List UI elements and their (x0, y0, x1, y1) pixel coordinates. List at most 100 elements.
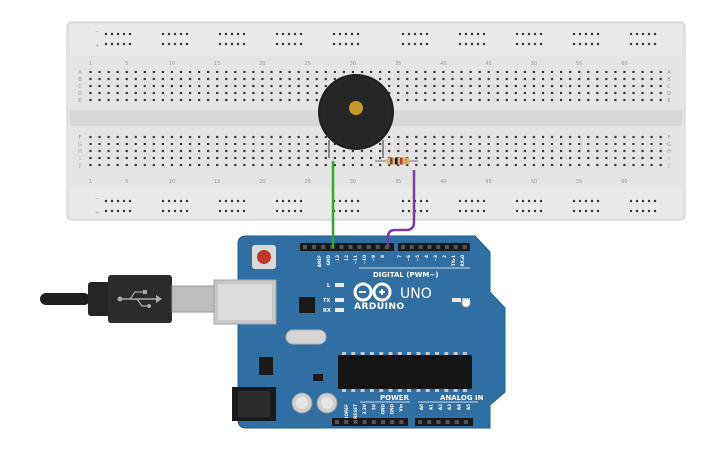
breadboard-hole[interactable] (478, 98, 481, 102)
breadboard-hole[interactable] (469, 163, 472, 167)
breadboard-hole[interactable] (632, 135, 635, 139)
breadboard-hole[interactable] (419, 42, 423, 46)
breadboard-hole[interactable] (216, 77, 219, 81)
breadboard-hole[interactable] (424, 156, 427, 160)
breadboard-hole[interactable] (407, 209, 411, 213)
breadboard-hole[interactable] (252, 70, 255, 74)
breadboard-hole[interactable] (572, 199, 576, 203)
breadboard-hole[interactable] (315, 77, 318, 81)
breadboard-hole[interactable] (541, 149, 545, 153)
header-pin[interactable] (353, 420, 358, 424)
breadboard-hole[interactable] (550, 142, 554, 146)
breadboard-hole[interactable] (297, 84, 300, 88)
breadboard-hole[interactable] (125, 142, 128, 146)
breadboard-hole[interactable] (407, 42, 411, 46)
breadboard-hole[interactable] (143, 70, 146, 74)
breadboard-hole[interactable] (584, 32, 588, 36)
header-pin[interactable] (362, 420, 367, 424)
breadboard-hole[interactable] (623, 163, 626, 167)
breadboard-hole[interactable] (532, 77, 536, 81)
breadboard-hole[interactable] (587, 70, 590, 74)
breadboard-hole[interactable] (605, 142, 608, 146)
breadboard-hole[interactable] (179, 32, 183, 36)
breadboard-hole[interactable] (270, 91, 273, 95)
analog-header[interactable] (415, 418, 473, 426)
breadboard-hole[interactable] (236, 199, 240, 203)
breadboard-hole[interactable] (569, 163, 572, 167)
breadboard-hole[interactable] (487, 77, 490, 81)
breadboard-hole[interactable] (315, 70, 318, 74)
usb-cable-wire[interactable] (40, 293, 90, 305)
breadboard-hole[interactable] (460, 135, 463, 139)
breadboard-hole[interactable] (299, 32, 303, 36)
breadboard-hole[interactable] (569, 142, 572, 146)
breadboard-hole[interactable] (270, 77, 273, 81)
breadboard-hole[interactable] (89, 98, 92, 102)
breadboard-hole[interactable] (152, 91, 155, 95)
breadboard-hole[interactable] (478, 84, 481, 88)
breadboard-hole[interactable] (578, 42, 582, 46)
breadboard-hole[interactable] (587, 156, 590, 160)
breadboard-hole[interactable] (515, 32, 519, 36)
breadboard-hole[interactable] (587, 84, 590, 88)
breadboard-hole[interactable] (216, 70, 219, 74)
breadboard-hole[interactable] (587, 163, 590, 167)
breadboard-hole[interactable] (650, 98, 653, 102)
breadboard-hole[interactable] (306, 156, 309, 160)
breadboard-hole[interactable] (659, 163, 662, 167)
breadboard-hole[interactable] (527, 209, 531, 213)
breadboard-hole[interactable] (541, 91, 545, 95)
breadboard-hole[interactable] (424, 77, 427, 81)
breadboard-hole[interactable] (641, 156, 644, 160)
breadboard-hole[interactable] (252, 135, 255, 139)
breadboard-hole[interactable] (170, 91, 174, 95)
breadboard-hole[interactable] (333, 70, 336, 74)
digital-header-left[interactable] (300, 243, 394, 251)
breadboard-hole[interactable] (185, 199, 189, 203)
breadboard-hole[interactable] (270, 156, 273, 160)
breadboard-hole[interactable] (281, 209, 285, 213)
breadboard-hole[interactable] (242, 32, 246, 36)
breadboard-hole[interactable] (632, 142, 635, 146)
breadboard-hole[interactable] (306, 135, 309, 139)
breadboard-hole[interactable] (279, 156, 282, 160)
breadboard-hole[interactable] (369, 163, 373, 167)
breadboard-hole[interactable] (641, 77, 644, 81)
breadboard-hole[interactable] (425, 42, 429, 46)
breadboard-hole[interactable] (98, 91, 101, 95)
breadboard-hole[interactable] (225, 149, 228, 153)
breadboard-hole[interactable] (659, 98, 662, 102)
breadboard-hole[interactable] (629, 199, 633, 203)
breadboard-hole[interactable] (632, 91, 635, 95)
breadboard-hole[interactable] (299, 199, 303, 203)
breadboard-hole[interactable] (469, 77, 472, 81)
breadboard-hole[interactable] (527, 42, 531, 46)
breadboard-hole[interactable] (230, 32, 234, 36)
breadboard-hole[interactable] (614, 142, 617, 146)
breadboard-hole[interactable] (572, 42, 576, 46)
breadboard-hole[interactable] (496, 163, 499, 167)
breadboard-hole[interactable] (299, 42, 303, 46)
breadboard-hole[interactable] (560, 142, 563, 146)
breadboard-hole[interactable] (641, 70, 644, 74)
breadboard-hole[interactable] (225, 77, 228, 81)
breadboard-hole[interactable] (338, 42, 342, 46)
breadboard-hole[interactable] (152, 135, 155, 139)
breadboard-hole[interactable] (587, 91, 590, 95)
breadboard-hole[interactable] (107, 149, 110, 153)
header-pin[interactable] (427, 420, 432, 424)
breadboard-hole[interactable] (523, 77, 526, 81)
breadboard-hole[interactable] (243, 149, 246, 153)
breadboard-hole[interactable] (179, 42, 183, 46)
breadboard-hole[interactable] (225, 135, 228, 139)
breadboard-hole[interactable] (143, 163, 146, 167)
breadboard-hole[interactable] (406, 135, 409, 139)
breadboard-hole[interactable] (287, 32, 291, 36)
breadboard-hole[interactable] (533, 209, 537, 213)
breadboard-hole[interactable] (356, 42, 360, 46)
breadboard-hole[interactable] (234, 142, 237, 146)
breadboard-hole[interactable] (306, 142, 309, 146)
breadboard-hole[interactable] (225, 91, 228, 95)
breadboard-hole[interactable] (569, 149, 572, 153)
breadboard-hole[interactable] (324, 163, 327, 167)
